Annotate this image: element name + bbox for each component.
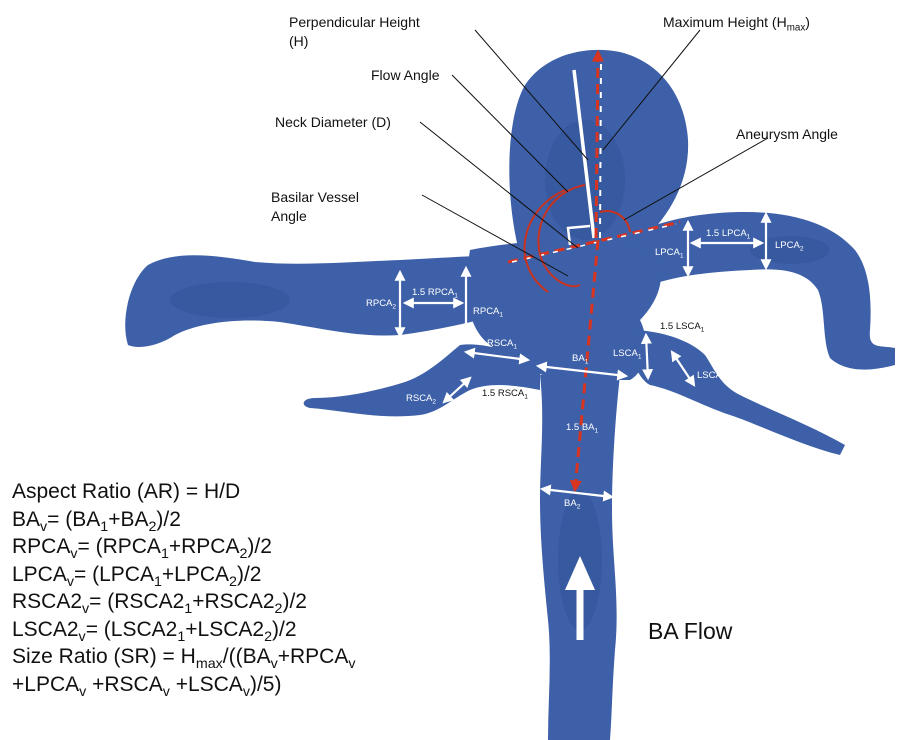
formula-text: = (RPCA <box>78 535 161 558</box>
formula-text: = (LPCA <box>74 563 154 586</box>
formula-text: = (RSCA2 <box>89 590 184 613</box>
formula-text: +LSCA2 <box>185 618 264 641</box>
formula-text: BA <box>12 508 40 531</box>
ba2-label: BA2 <box>564 498 580 509</box>
formula-text: LPCA <box>12 563 67 586</box>
formula-text: /((BA <box>223 645 271 668</box>
maximum-height-label: Maximum Height (Hmax) <box>663 14 810 31</box>
formula-text: )/2 <box>156 508 181 531</box>
rsca1-label: RSCA1 <box>487 338 517 349</box>
lsca-15-label: 1.5 LSCA1 <box>660 321 704 332</box>
basilar-vessel-angle-label-2: Angle <box>271 208 307 225</box>
formula-subscript: max <box>196 656 223 672</box>
lpca1-label: LPCA1 <box>655 247 684 258</box>
formula-text: = (LSCA2 <box>86 618 178 641</box>
rsca2-label: RSCA2 <box>406 393 436 404</box>
formula-text: = (BA <box>47 508 100 531</box>
formula-text: +RSCA2 <box>192 590 274 613</box>
formula-text: +LSCA <box>170 673 243 696</box>
formula-text: +LPCA <box>162 563 229 586</box>
formula-subscript: v <box>70 546 77 562</box>
formula-text: LSCA2 <box>12 618 79 641</box>
formula-subscript: v <box>163 683 170 699</box>
formula-text: )/5) <box>250 673 282 696</box>
formula-text: +LPCA <box>12 673 79 696</box>
flow-angle-label: Flow Angle <box>371 67 439 84</box>
perpendicular-height-symbol: (H) <box>289 33 308 50</box>
formula-text: RSCA2 <box>12 590 82 613</box>
basilar-vessel-angle-label: Basilar Vessel <box>271 189 359 206</box>
formula-line: RPCAv= (RPCA1+RPCA2)/2 <box>12 533 356 561</box>
formula-text: )/2 <box>247 535 272 558</box>
formula-subscript: v <box>348 656 355 672</box>
formula-text: Size Ratio (SR) = H <box>12 645 196 668</box>
rpca1-label: RPCA1 <box>473 306 503 317</box>
formula-text: +RPCA <box>169 535 240 558</box>
formula-text: +BA <box>108 508 148 531</box>
formula-line: LPCAv= (LPCA1+LPCA2)/2 <box>12 561 356 589</box>
ba1-label: BA1 <box>572 353 588 364</box>
aneurysm-angle-label: Aneurysm Angle <box>736 126 838 143</box>
perpendicular-height-label: Perpendicular Height <box>289 14 420 31</box>
formula-text: +RPCA <box>278 645 349 668</box>
formula-text: )/2 <box>272 618 297 641</box>
left-sca-vessel <box>630 330 845 455</box>
rpca-15-label: 1.5 RPCA1 <box>412 287 458 298</box>
formula-line: RSCA2v= (RSCA21+RSCA22)/2 <box>12 588 356 616</box>
formula-text: +RSCA <box>86 673 162 696</box>
ba-15-label: 1.5 BA1 <box>566 422 598 433</box>
formula-line: +LPCAv +RSCAv +LSCAv)/5) <box>12 671 356 699</box>
formula-subscript: v <box>243 683 250 699</box>
formula-line: Aspect Ratio (AR) = H/D <box>12 478 356 506</box>
formula-line: LSCA2v= (LSCA21+LSCA22)/2 <box>12 616 356 644</box>
formula-line: Size Ratio (SR) = Hmax/((BAv+RPCAv <box>12 643 356 671</box>
formula-line: BAv= (BA1+BA2)/2 <box>12 506 356 534</box>
formula-text: RPCA <box>12 535 70 558</box>
formula-text: )/2 <box>237 563 262 586</box>
lpca2-label: LPCA2 <box>775 240 804 251</box>
formula-text: Aspect Ratio (AR) = H/D <box>12 480 240 503</box>
formula-subscript: 1 <box>161 546 169 562</box>
formula-subscript: v <box>271 656 278 672</box>
right-sca-vessel <box>304 344 540 416</box>
rsca-15-label: 1.5 RSCA1 <box>482 388 528 399</box>
lsca2-label: LSCA2 <box>697 370 726 381</box>
lpca-15-label: 1.5 LPCA1 <box>706 228 750 239</box>
ba-flow-label: BA Flow <box>648 618 732 645</box>
lsca1-label: LSCA1 <box>613 348 642 359</box>
formula-text: )/2 <box>282 590 307 613</box>
neck-diameter-label: Neck Diameter (D) <box>275 114 391 131</box>
rpca2-label: RPCA2 <box>366 298 396 309</box>
